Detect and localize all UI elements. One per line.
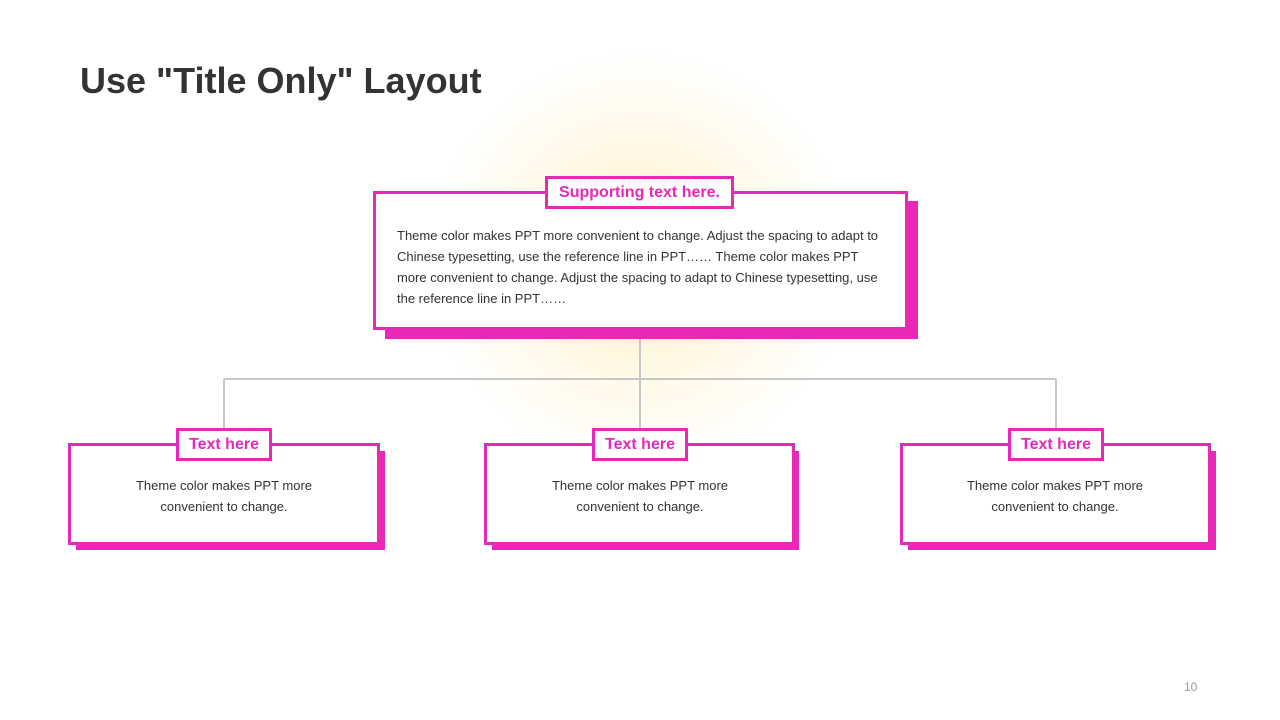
sub-box-3-tag: Text here — [1008, 428, 1104, 461]
sub-box-2-tag: Text here — [592, 428, 688, 461]
sub-box-3-text: Theme color makes PPT more convenient to… — [966, 478, 1144, 514]
sub-box-2-text: Theme color makes PPT more convenient to… — [551, 478, 729, 514]
top-box-tag: Supporting text here. — [545, 176, 734, 209]
top-box — [373, 191, 908, 330]
slide-title: Use "Title Only" Layout — [80, 60, 482, 101]
top-box-text: Theme color makes PPT more convenient to… — [397, 228, 879, 306]
sub-box-1-tag: Text here — [176, 428, 272, 461]
page-number: 10 — [1184, 680, 1198, 694]
sub-box-1-text: Theme color makes PPT more convenient to… — [135, 478, 313, 514]
